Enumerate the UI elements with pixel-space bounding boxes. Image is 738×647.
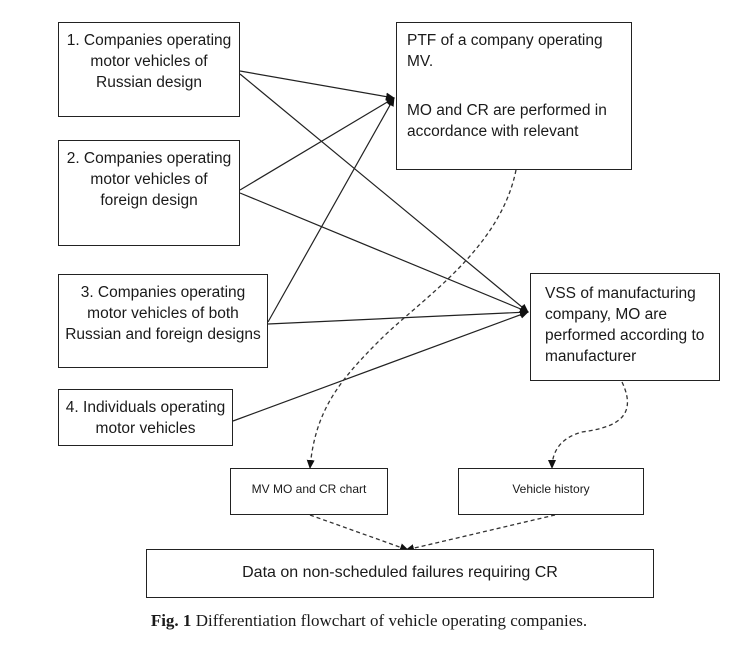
arrow-c4-to-vss xyxy=(232,311,529,422)
box-companies-foreign-design: 2. Companies operating motor vehicles of… xyxy=(58,140,240,246)
box-vehicle-history-text: Vehicle history xyxy=(512,482,590,496)
box-vss: VSS of manufacturing company, MO are per… xyxy=(530,273,720,381)
figure-caption: Fig. 1 Differentiation flowchart of vehi… xyxy=(0,611,738,631)
box-individuals: 4. Individuals operating motor vehicles xyxy=(58,389,233,446)
box-mv-mo-cr-chart: MV MO and CR chart xyxy=(230,468,388,515)
figure-caption-label: Fig. 1 xyxy=(150,611,192,630)
box-mv-mo-cr-chart-text: MV MO and CR chart xyxy=(251,482,367,496)
box-individuals-text: 4. Individuals operating motor vehicles xyxy=(65,399,226,437)
box-vss-text: VSS of manufacturing company, MO are per… xyxy=(545,285,705,365)
box-companies-both-designs-text: 3. Companies operating motor vehicles of… xyxy=(65,284,261,343)
arrow-c3-to-ptf xyxy=(267,97,395,323)
box-ptf: PTF of a company operating MV. MO and CR… xyxy=(396,22,632,170)
box-companies-both-designs: 3. Companies operating motor vehicles of… xyxy=(58,274,268,368)
box-non-scheduled-failures: Data on non-scheduled failures requiring… xyxy=(146,549,654,598)
figure-caption-text: Differentiation flowchart of vehicle ope… xyxy=(191,611,588,630)
box-companies-foreign-design-text: 2. Companies operating motor vehicles of… xyxy=(66,150,232,209)
box-non-scheduled-failures-text: Data on non-scheduled failures requiring… xyxy=(242,564,558,581)
box-vehicle-history: Vehicle history xyxy=(458,468,644,515)
dashed-arrow-chart-to-data xyxy=(309,514,409,552)
arrow-c2-to-ptf xyxy=(239,97,395,191)
dashed-arrow-ptf-to-chart xyxy=(306,169,517,469)
box-companies-russian-design: 1. Companies operating motor vehicles of… xyxy=(58,22,240,117)
arrow-c1-to-vss xyxy=(239,73,529,313)
dashed-arrow-history-to-data xyxy=(405,514,556,553)
arrow-c2-to-vss xyxy=(239,192,529,313)
arrow-c3-to-vss xyxy=(267,308,529,325)
box-ptf-line1: PTF of a company operating MV. xyxy=(407,32,603,70)
arrow-c1-to-ptf xyxy=(239,70,395,101)
dashed-arrow-vss-to-history xyxy=(548,381,629,469)
box-companies-russian-design-text: 1. Companies operating motor vehicles of… xyxy=(66,32,232,91)
box-ptf-line2: MO and CR are performed in accordance wi… xyxy=(407,102,607,140)
